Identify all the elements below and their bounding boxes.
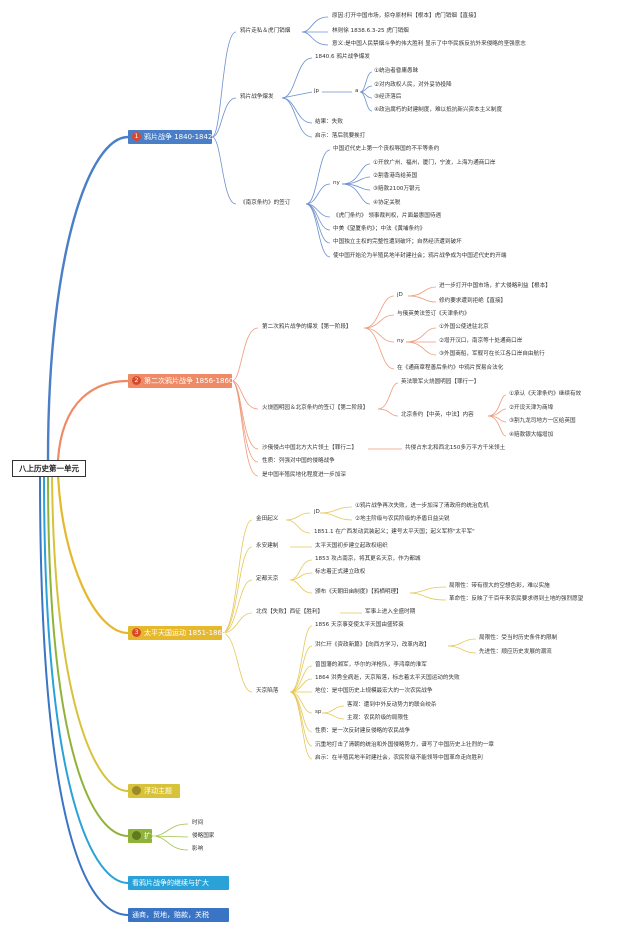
node-leaf[interactable]: 1864 洪秀全病逝，天京陷落，标志着太平天国运动的失败 (315, 675, 460, 681)
node-leaf[interactable]: ③经济落后 (374, 94, 402, 100)
node-stage1[interactable]: 第二次鸦片战争的爆发【第一阶段】 (262, 324, 352, 330)
number-badge (132, 830, 141, 840)
node-leaf[interactable]: 性质：是一次反封建反侵略的农民战争 (315, 728, 411, 734)
node-leaf[interactable]: ③外国商船，军舰可在长江各口岸自由航行 (439, 351, 545, 357)
node-leaf[interactable]: 曾国藩的湘军，华尔的洋枪队，李鸿章的淮军 (315, 662, 427, 668)
node-beifa[interactable]: 北伐【失败】西征【胜利】 (256, 609, 324, 615)
node-leaf[interactable]: 启示：落后就要挨打 (315, 133, 366, 139)
node-jintian[interactable]: 金田起义 (256, 516, 279, 522)
node-leaf[interactable]: 太平天国初步建立起政权组织 (315, 543, 388, 549)
branch-title: 第二次鸦片战争 1856-1860 (144, 377, 234, 385)
node-leaf[interactable]: 洪仁玕《资政新篇》【向西方学习，改革内政】 (315, 642, 430, 648)
node-leaf[interactable]: ④赔款银大幅增加 (509, 432, 554, 438)
node-leaf[interactable]: ①承认《天津条约》继续有效 (509, 391, 582, 397)
node-leaf[interactable]: 客观：遭到中外反动势力的联合绞杀 (347, 702, 437, 708)
node-leaf[interactable]: 林则徐 1838.6.3-25 虎门销烟 (332, 28, 409, 34)
node-leaf[interactable]: 沉重地打击了清朝的统治和外国侵略势力，谱写了中国历史上壮烈的一章 (315, 742, 495, 748)
node-leaf[interactable]: 与俄英美法签订《天津条约》 (397, 311, 470, 317)
branch-trade[interactable]: 通商，贸地，赔款，关税 (128, 908, 229, 922)
node-ny[interactable]: ny (333, 180, 340, 186)
node-leaf[interactable]: 1851.1 在广西发动武装起义；建号太平天国；起义军称"太平军" (314, 529, 475, 535)
node-treaty[interactable]: 《南京条约》的签订 (240, 200, 291, 206)
node-leaf[interactable]: 中国独立主权的完整性遭到破坏；自然经济遭到破坏 (333, 239, 462, 245)
node-russia[interactable]: 沙俄侵占中国北方大片领土【罪行二】 (262, 445, 358, 451)
branch-title: 看鸦片战争的继续与扩大 (132, 879, 209, 887)
node-leaf[interactable]: ①外国公使进驻北京 (439, 324, 489, 330)
node-leaf[interactable]: 性质：列强对中国的侵略战争 (262, 458, 335, 464)
node-stage2[interactable]: 火烧圆明园＆北京条约的签订【第二阶段】 (262, 405, 369, 411)
node-leaf[interactable]: 影响 (192, 846, 204, 852)
node-leaf[interactable]: 军事上进入全盛时期 (365, 609, 416, 615)
node-leaf[interactable]: 局限性：带有很大的空想色彩，难以实施 (449, 583, 550, 589)
node-leaf[interactable]: 标志着正式建立政权 (315, 569, 366, 575)
node-leaf[interactable]: 侵略国家 (192, 833, 215, 839)
node-leaf[interactable]: 局限性：受当时历史条件的限制 (479, 635, 558, 641)
node-leaf[interactable]: 《虎门条约》 领事裁判权，片面最惠国待遇 (333, 213, 442, 219)
branch-title: 扩大 (144, 832, 158, 840)
node-sp[interactable]: sp (315, 709, 322, 715)
number-badge: 3 (132, 627, 141, 637)
node-leaf[interactable]: ②对内政权人民，对外妥协投降 (374, 82, 452, 88)
branch-expand[interactable]: 扩大 (128, 829, 158, 843)
node-a[interactable]: a (355, 88, 359, 94)
node-leaf[interactable]: ①开放广州、福州，厦门，宁波，上海为通商口岸 (373, 160, 496, 166)
node-leaf[interactable]: 共侵占东北和西北150多万平方千米领土 (405, 445, 506, 451)
node-leaf[interactable]: 1856 天京事变使太平天国由盛转衰 (315, 622, 404, 628)
branch-title: 浮动主题 (144, 787, 172, 795)
number-badge (132, 785, 141, 795)
branch-title: 太平天国运动 1851-1864 (144, 629, 227, 637)
root-topic[interactable]: 八上历史第一单元 (12, 460, 86, 477)
node-leaf[interactable]: 在《通商章程善后条约》中鸦片贸易合法化 (397, 365, 504, 371)
node-jd[interactable]: jD (314, 509, 320, 515)
node-leaf[interactable]: 英法联军火烧圆明园【罪行一】 (401, 379, 480, 385)
node-leaf[interactable]: 修约要求遭到拒绝【直接】 (439, 298, 507, 304)
branch-title: 通商，贸地，赔款，关税 (132, 911, 209, 919)
node-leaf[interactable]: ②开设天津为商埠 (509, 405, 554, 411)
node-leaf[interactable]: 使中国开始沦为半殖民地半封建社会；鸦片战争成为中国近代史的开端 (333, 253, 507, 259)
node-leaf[interactable]: 是中国半殖民地化程度进一步加深 (262, 472, 346, 478)
node-leaf[interactable]: 先进性：顺应历史发展的潮流 (479, 649, 552, 655)
node-leaf[interactable]: 结果：失败 (315, 119, 343, 125)
branch-continuation[interactable]: 看鸦片战争的继续与扩大 (128, 876, 229, 890)
node-leaf[interactable]: ②地主阶级与农民阶级的矛盾日益尖锐 (355, 516, 450, 522)
node-leaf[interactable]: ②割香港岛给英国 (373, 173, 418, 179)
node-leaf[interactable]: 原因:打开中国市场，掠夺原材料【根本】虎门销烟【直接】 (332, 13, 480, 19)
node-leaf[interactable]: 革命性：反映了千百年来农民要求得到土地的强烈愿望 (449, 596, 584, 602)
node-leaf[interactable]: ①鸦片战争再次失败，进一步加深了清政府的统治危机 (355, 503, 489, 509)
node-leaf[interactable]: 中美《望厦条约》；中法《黄埔条约》 (333, 226, 426, 232)
node-ny[interactable]: ny (397, 338, 404, 344)
node-fall[interactable]: 天京陷落 (256, 688, 279, 694)
branch-title: 鸦片战争 1840-1842 (144, 133, 213, 141)
node-leaf[interactable]: 1853 攻占南京，将其更名天京，作为都城 (315, 556, 421, 562)
node-tianchao[interactable]: 颁布《天朝田亩制度》【鸦栖明理】 (315, 589, 402, 595)
node-leaf[interactable]: ①统治者昏庸愚昧 (374, 68, 419, 74)
node-leaf[interactable]: ②增开汉口，南京等十处通商口岸 (439, 338, 523, 344)
node-smuggle[interactable]: 鸦片走私＆虎门销烟 (240, 28, 291, 34)
node-leaf[interactable]: 中国近代史上第一个丧权辱国的不平等条约 (333, 146, 440, 152)
node-leaf[interactable]: 主观：农民阶级的局限性 (347, 715, 409, 721)
node-leaf[interactable]: 意义:是中国人民禁烟斗争的伟大胜利 显示了中华民族反抗外来侵略的坚强意志 (332, 41, 526, 47)
node-dingdu[interactable]: 定都天京 (256, 576, 279, 582)
node-yongan[interactable]: 永安建制 (256, 543, 279, 549)
node-leaf[interactable]: 进一步打开中国市场，扩大侵略利益【根本】 (439, 283, 551, 289)
node-leaf[interactable]: 启示：在半殖民地半封建社会，农民阶级不能领导中国革命走向胜利 (315, 755, 483, 761)
node-leaf[interactable]: ③割九龙司地方一区给英国 (509, 418, 576, 424)
number-badge: 2 (132, 375, 141, 385)
node-leaf[interactable]: ④政治腐朽的封建制度，难以抵抗新兴资本主义制度 (374, 107, 503, 113)
node-leaf[interactable]: 时间 (192, 820, 204, 826)
branch-floating-topic[interactable]: 浮动主题 (128, 784, 180, 798)
node-jd[interactable]: jD (397, 292, 403, 298)
node-jp[interactable]: jp (314, 88, 320, 94)
node-beijing-treaty[interactable]: 北京条约【中英，中法】内容 (401, 412, 474, 418)
node-leaf[interactable]: ③赔款2100万银元 (373, 186, 421, 192)
node-outbreak[interactable]: 鸦片战争爆发 (240, 94, 274, 100)
number-badge: 1 (132, 131, 141, 141)
node-leaf[interactable]: 地位：是中国历史上规模最宏大的一次农民战争 (315, 688, 433, 694)
node-leaf[interactable]: 1840.6 鸦片战争爆发 (315, 54, 370, 60)
node-leaf[interactable]: ④协定关税 (373, 200, 401, 206)
